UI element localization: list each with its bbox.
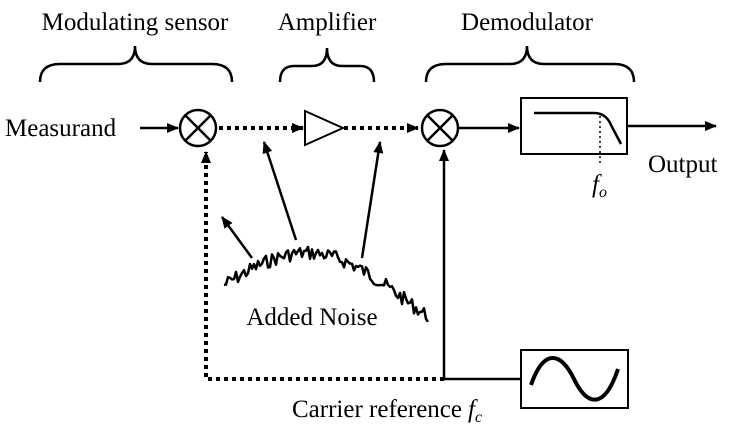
noise-to-sensor-arrow xyxy=(220,216,254,259)
modulating-sensor-label: Modulating sensor xyxy=(42,9,229,36)
added-noise-label: Added Noise xyxy=(246,304,377,331)
amplifier-label: Amplifier xyxy=(278,9,377,36)
triangle-amplifier-icon xyxy=(304,109,346,147)
sine-wave-icon xyxy=(529,356,620,402)
noise-waveform-icon xyxy=(223,245,430,323)
output-label: Output xyxy=(648,151,718,178)
measurand-label: Measurand xyxy=(5,115,117,142)
cutoff-frequency-label: fo xyxy=(592,171,607,201)
carrier-to-sensor-link xyxy=(201,151,444,381)
demodulator-label: Demodulator xyxy=(461,9,594,36)
demodulator-brace xyxy=(424,45,636,83)
circled-x-icon xyxy=(420,108,460,148)
modulating-sensor-brace xyxy=(38,45,234,83)
low-pass-filter-block xyxy=(520,97,628,155)
amplifier-brace xyxy=(278,47,376,83)
noise-to-link-arrow xyxy=(262,141,298,241)
lowpass-response-icon xyxy=(534,111,623,145)
noise-to-amplifier-arrow xyxy=(360,141,384,259)
circled-x-icon xyxy=(178,108,218,148)
